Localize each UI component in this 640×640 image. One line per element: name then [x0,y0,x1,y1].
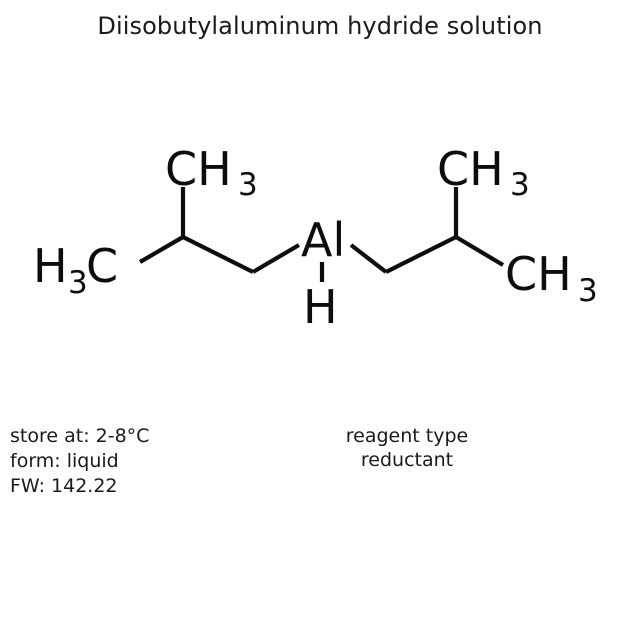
bond-apex-to-left-methyl [138,235,185,264]
label-aluminum: Al [301,213,345,267]
page-title: Diisobutylaluminum hydride solution [97,12,543,40]
storage-temperature: store at: 2-8°C [10,425,150,447]
formula-weight: FW: 142.22 [10,475,118,497]
bond-apex-to-ch2-left [182,235,254,274]
label-right-methyl-subscript: 3 [578,273,598,309]
molecule-svg: CH 3 H 3 C Al H CH 3 CH 3 [33,142,598,334]
molecule-diagram: CH 3 H 3 C Al H CH 3 CH 3 [0,95,640,360]
bond-ch2-to-al-left [251,243,301,274]
label-top-right-methyl: CH [437,142,504,196]
reagent-type-block: reagent type reductant [312,424,502,472]
label-top-left-methyl: CH [165,142,232,196]
label-left-methyl-h: H [33,239,68,293]
reagent-type-value: reductant [360,449,454,471]
label-top-right-methyl-subscript: 3 [510,167,530,203]
label-hydride: H [303,280,338,334]
bond-apex-to-right-methyl [454,235,505,267]
property-list: store at: 2-8°C form: liquid FW: 142.22 [10,424,149,499]
label-right-methyl: CH [505,247,572,301]
bond-al-to-ch2-right [349,243,388,274]
bond-ch2-to-apex-right [385,235,457,274]
reagent-type-label: reagent type [345,425,469,447]
label-top-left-methyl-subscript: 3 [238,167,258,203]
physical-form: form: liquid [10,450,119,472]
label-left-methyl-subscript: 3 [68,265,88,301]
label-left-methyl-c: C [86,239,118,293]
